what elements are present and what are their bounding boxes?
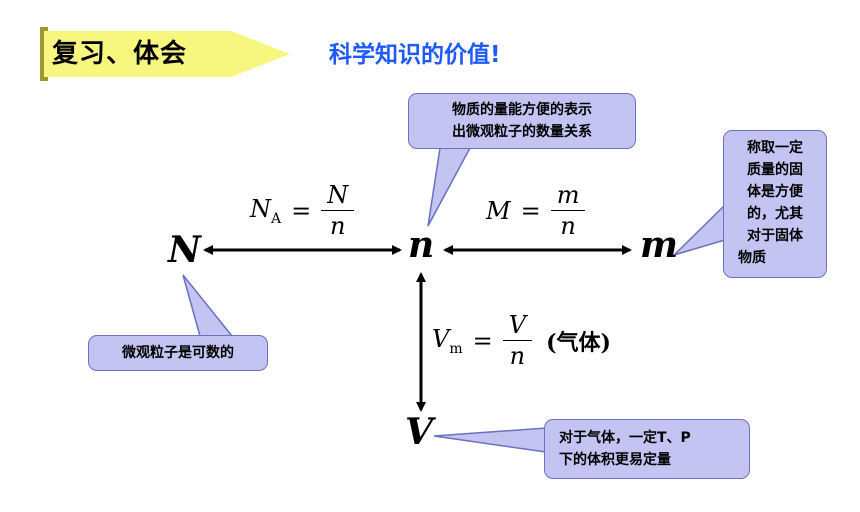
header-tag-label: 复习、体会 <box>52 39 188 69</box>
formula-Vm-fraction: V n <box>502 310 533 371</box>
quantity-V: V <box>405 411 433 453</box>
formula-molar-mass: M = m n <box>486 180 586 241</box>
callout-left-line1: 微观粒子是可数的 <box>122 345 234 361</box>
callout-bottom: 对于气体，一定T、P 下的体积更易定量 <box>544 419 750 479</box>
formula-Vm-eq: = <box>472 326 493 355</box>
slide-title: 科学知识的价值! <box>329 42 501 68</box>
callout-right-line1: 称取一定 <box>747 140 803 156</box>
callout-right: 称取一定 质量的固 体是方便 的，尤其 对于固体 物质 <box>723 130 827 278</box>
formula-Vm-num: V <box>502 310 533 341</box>
callout-right-line5: 对于固体 <box>747 228 803 244</box>
formula-avogadro: NA = N n <box>250 180 355 241</box>
callout-bottom-line1: 对于气体，一定T、P <box>559 430 691 446</box>
formula-NA-eq: = <box>291 196 312 225</box>
formula-M-den: n <box>560 212 576 240</box>
formula-NA-den: n <box>330 212 346 240</box>
formula-Vm-note: (气体) <box>546 329 611 356</box>
callout-bottom-line2: 下的体积更易定量 <box>559 452 671 468</box>
callout-top-line2: 出微观粒子的数量关系 <box>452 124 592 140</box>
formula-NA-fraction: N n <box>321 180 355 241</box>
formula-Vm-den: n <box>509 342 526 370</box>
quantity-m: m <box>640 224 679 266</box>
quantity-N: N <box>168 229 201 271</box>
callout-bottom-tail <box>433 427 547 453</box>
callout-top-tail <box>427 147 472 227</box>
formula-M-lhs: M <box>486 196 511 225</box>
callout-right-line3: 体是方便 <box>747 184 803 200</box>
formula-M-fraction: m n <box>550 180 586 241</box>
formula-Vm-lhs: Vm <box>432 324 463 357</box>
callout-right-tail <box>673 203 726 256</box>
header-tag <box>44 31 290 77</box>
formula-NA-lhs: NA <box>250 194 282 227</box>
callout-top-line1: 物质的量能方便的表示 <box>452 102 592 118</box>
formula-NA-num: N <box>321 180 355 211</box>
callout-right-line6: 物质 <box>738 250 766 266</box>
formula-M-eq: = <box>520 196 541 225</box>
callout-left-tail <box>182 274 234 337</box>
callout-top: 物质的量能方便的表示 出微观粒子的数量关系 <box>408 93 636 149</box>
callout-left: 微观粒子是可数的 <box>88 335 268 371</box>
formula-molar-volume: Vm = V n (气体) <box>432 310 611 371</box>
quantity-n: n <box>408 224 435 266</box>
formula-M-num: m <box>550 180 586 211</box>
callout-right-line2: 质量的固 <box>747 162 803 178</box>
callout-right-line4: 的，尤其 <box>747 206 803 222</box>
